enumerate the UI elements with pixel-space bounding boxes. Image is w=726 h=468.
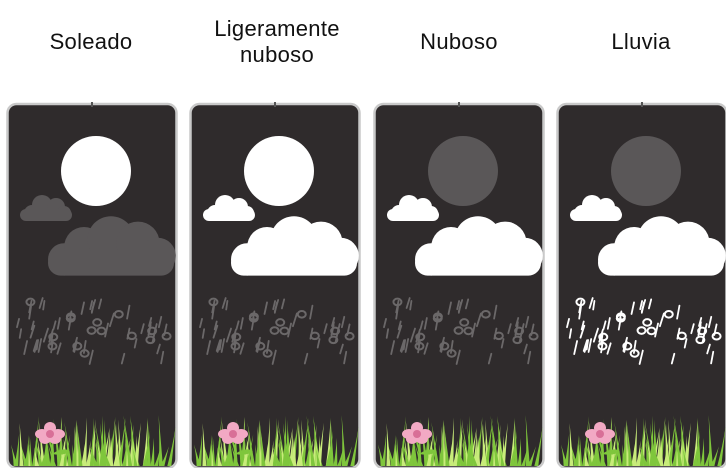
- rain-drops-icon: [199, 297, 355, 365]
- big-cloud-icon: [415, 216, 543, 276]
- sun-icon: [244, 136, 314, 206]
- label-ligeramente-nuboso: Ligeramente nuboso: [188, 10, 366, 74]
- label-lluvia-text: Lluvia: [611, 28, 671, 54]
- label-nuboso: Nuboso: [370, 10, 548, 74]
- panel-hanger: [91, 102, 93, 107]
- sun-icon: [611, 136, 681, 206]
- label-lluvia: Lluvia: [552, 10, 726, 74]
- big-cloud-icon: [48, 216, 176, 276]
- small-cloud-icon: [387, 195, 439, 221]
- small-cloud-icon: [20, 195, 72, 221]
- rain-drops-icon: [383, 297, 539, 365]
- label-soleado-text: Soleado: [49, 28, 133, 54]
- weather-panel-nuboso: [373, 102, 545, 468]
- sun-icon: [428, 136, 498, 206]
- weather-panel-ligeramente-nuboso: [189, 102, 361, 468]
- panel-hanger: [458, 102, 460, 107]
- flower-icon: [585, 422, 620, 467]
- sun-icon: [61, 136, 131, 206]
- small-cloud-icon: [203, 195, 255, 221]
- label-ligeramente-nuboso-text: Ligeramente nuboso: [214, 15, 340, 67]
- panel-hanger: [641, 102, 643, 107]
- big-cloud-icon: [598, 216, 726, 276]
- weather-panel-soleado: [6, 102, 178, 468]
- panel-hanger: [274, 102, 276, 107]
- flower-icon: [218, 422, 253, 467]
- small-cloud-icon: [570, 195, 622, 221]
- flower-icon: [402, 422, 437, 467]
- rain-drops-icon: [16, 297, 172, 365]
- label-nuboso-text: Nuboso: [420, 28, 498, 54]
- flower-icon: [35, 422, 70, 467]
- weather-panel-lluvia: [556, 102, 726, 468]
- grass-icon: [11, 415, 176, 466]
- big-cloud-icon: [231, 216, 359, 276]
- label-soleado: Soleado: [2, 10, 180, 74]
- rain-drops-icon: [566, 297, 722, 365]
